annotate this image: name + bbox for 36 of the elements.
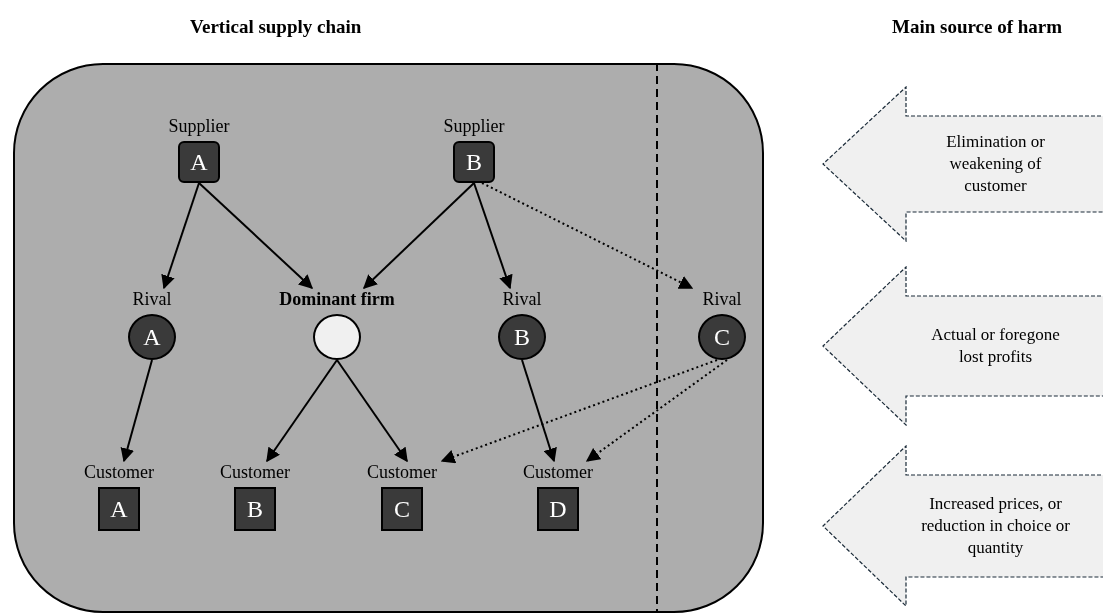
column-heading: Main source of harm bbox=[892, 16, 1063, 38]
arrow bbox=[473, 182, 513, 290]
rival-circle: B bbox=[498, 314, 546, 360]
arrow bbox=[521, 359, 557, 463]
harm-text: Actual or foregone lost profits bbox=[930, 324, 1061, 368]
arrow bbox=[120, 359, 153, 463]
node-label: Customer bbox=[220, 461, 290, 483]
arrow bbox=[336, 359, 408, 463]
rival-circle: C bbox=[698, 314, 746, 360]
node-label: Customer bbox=[523, 461, 593, 483]
node-label: Supplier bbox=[168, 115, 230, 137]
node-label: Rival bbox=[132, 288, 172, 310]
node-label: Customer bbox=[367, 461, 437, 483]
rival-circle: A bbox=[128, 314, 176, 360]
customer-box: A bbox=[98, 487, 140, 531]
customer-box: B bbox=[234, 487, 276, 531]
node-label: Rival bbox=[702, 288, 742, 310]
column-heading: Vertical supply chain bbox=[190, 16, 362, 38]
arrow bbox=[161, 182, 200, 290]
dotted-arrow bbox=[440, 359, 718, 464]
node-label: Rival bbox=[502, 288, 542, 310]
harm-text: Elimination or weakening of customer bbox=[945, 131, 1046, 197]
node-label: Supplier bbox=[443, 115, 505, 137]
customer-box: C bbox=[381, 487, 423, 531]
node-label: Customer bbox=[84, 461, 154, 483]
chain-panel bbox=[13, 63, 764, 613]
arrow bbox=[198, 182, 314, 289]
supplier-box: B bbox=[453, 141, 495, 183]
customer-box: D bbox=[537, 487, 579, 531]
supplier-box: A bbox=[178, 141, 220, 183]
dotted-arrow bbox=[481, 182, 694, 289]
arrow bbox=[363, 182, 475, 289]
harm-text: Increased prices, or reduction in choice or quantity bbox=[920, 493, 1071, 559]
node-label: Dominant firm bbox=[279, 288, 395, 310]
dotted-arrow bbox=[585, 359, 728, 462]
arrow bbox=[266, 359, 338, 463]
